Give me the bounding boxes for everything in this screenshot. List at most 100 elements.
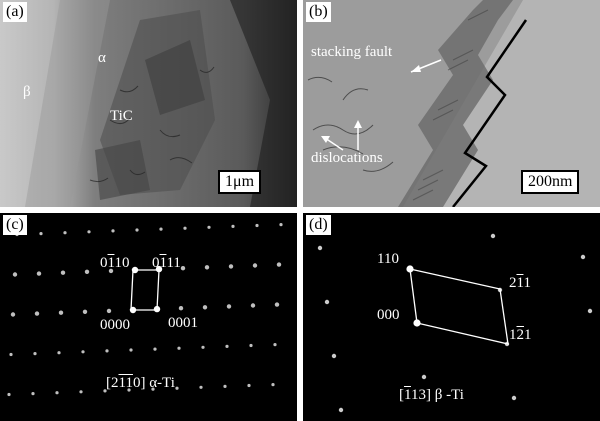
dislocations-label: dislocations xyxy=(311,150,383,166)
zone-axis-c: [2110] α-Ti xyxy=(106,375,175,391)
panel-b-label: (b) xyxy=(306,2,331,22)
dislocation-lines xyxy=(307,76,394,172)
zone-axis-d: [113] β -Ti xyxy=(399,387,464,403)
diffraction-spot xyxy=(250,303,256,308)
index-0000: 0000 xyxy=(100,317,130,333)
tic-phase-label: TiC xyxy=(110,108,133,124)
fault-fringes xyxy=(412,9,489,201)
panel-c-image xyxy=(0,213,297,421)
beta-phase-label: β xyxy=(23,84,31,100)
diffraction-spot xyxy=(201,345,205,349)
index-0001: 0001 xyxy=(168,315,198,331)
diffraction-spot xyxy=(39,232,43,236)
diffraction-spot xyxy=(511,395,517,401)
diffraction-spot xyxy=(276,262,282,267)
diffraction-spot xyxy=(199,385,203,389)
panel-a-image xyxy=(0,0,297,207)
stacking-fault-arrowhead xyxy=(411,65,421,72)
interface-zigzag-line xyxy=(452,19,528,207)
index-000: 000 xyxy=(377,307,400,323)
diffraction-spot xyxy=(274,302,280,307)
diffraction-spot xyxy=(247,383,251,388)
diffraction-spot xyxy=(183,226,187,230)
panel-b-scale-bar: 200nm xyxy=(521,170,580,194)
dislocation-arrowhead-2 xyxy=(321,136,330,143)
diffraction-spot xyxy=(129,348,133,352)
dislocation-arrowhead-1 xyxy=(354,120,362,128)
panel-a-label: (a) xyxy=(3,2,27,22)
diffraction-spot xyxy=(55,391,59,395)
panel-d-diffraction-pattern: (d) 110 000 211 121 [113] β -Ti xyxy=(303,213,600,421)
diffraction-spot xyxy=(79,390,83,394)
diffraction-spot xyxy=(255,223,259,228)
diffraction-spot xyxy=(105,349,109,353)
panel-a-tem-micrograph: (a) α β TiC 1μm xyxy=(0,0,297,207)
diffraction-spot xyxy=(207,225,211,229)
stacking-fault-label: stacking fault xyxy=(311,44,393,60)
diffraction-spot xyxy=(36,271,42,276)
diffraction-spot xyxy=(58,310,64,315)
diffraction-spot xyxy=(271,383,275,387)
diffraction-spot xyxy=(155,265,163,273)
panel-c-diffraction-pattern: (c) 0110 0111 0000 0001 [2110] α-Ti xyxy=(0,213,297,421)
diffraction-spot xyxy=(180,266,186,271)
diffraction-spot xyxy=(153,347,157,351)
diffraction-spot xyxy=(273,343,277,347)
diffraction-spot xyxy=(31,392,35,396)
diffraction-spot xyxy=(204,265,210,270)
diffraction-spot xyxy=(223,384,227,388)
diffraction-spot xyxy=(580,254,586,260)
diffraction-spot xyxy=(490,233,496,239)
diffraction-spot xyxy=(127,388,131,392)
diffraction-spot xyxy=(106,308,112,314)
index-0-1bar-11: 0111 xyxy=(152,255,181,271)
diffraction-spot xyxy=(324,299,330,305)
diffraction-spot xyxy=(249,343,253,348)
diffraction-spot xyxy=(231,224,235,228)
index-1-2bar-1: 121 xyxy=(509,327,532,343)
alpha-band xyxy=(25,0,110,207)
diffraction-spot xyxy=(84,269,90,274)
diffraction-spot xyxy=(252,263,258,268)
diffraction-spot xyxy=(338,407,344,413)
panel-a-scale-bar: 1μm xyxy=(218,170,262,194)
index-0-1bar-10: 0110 xyxy=(100,255,130,271)
diffraction-spot xyxy=(103,389,107,393)
diffraction-spot xyxy=(159,227,163,231)
tic-facet-1 xyxy=(145,40,205,115)
diffraction-spot xyxy=(63,231,67,235)
panel-c-label: (c) xyxy=(3,215,27,235)
diffraction-spot xyxy=(228,264,234,269)
diffraction-spot xyxy=(111,229,115,233)
diffraction-spot xyxy=(177,346,181,350)
diffraction-spot xyxy=(135,228,139,232)
dark-region xyxy=(230,0,297,207)
diffraction-spot xyxy=(587,308,593,314)
diffraction-spot xyxy=(225,344,229,348)
diffraction-spot xyxy=(82,309,88,314)
diffraction-spot xyxy=(9,352,13,357)
alpha-phase-label: α xyxy=(98,50,106,66)
diffraction-spot xyxy=(108,268,114,274)
diffraction-spots-d xyxy=(317,233,593,413)
unit-cell-outline-d xyxy=(409,268,509,345)
unit-cell-outline-c xyxy=(130,269,160,311)
diffraction-spot xyxy=(60,270,66,275)
diffraction-spot xyxy=(34,311,40,316)
diffraction-spot xyxy=(331,353,337,359)
diffraction-spot xyxy=(178,306,184,311)
diffraction-spot xyxy=(12,272,18,277)
stacking-fault-band xyxy=(398,0,513,207)
diffraction-spot xyxy=(317,245,323,251)
panel-d-image xyxy=(303,213,600,421)
diffraction-spot xyxy=(279,223,283,227)
diffraction-spot xyxy=(81,350,85,354)
diffraction-spot xyxy=(33,352,37,356)
diffraction-spot xyxy=(226,304,232,309)
diffraction-spot xyxy=(57,351,61,355)
diffraction-spot xyxy=(151,387,155,391)
diffraction-spot xyxy=(421,374,427,380)
diffraction-spot xyxy=(10,312,16,317)
index-110: 110 xyxy=(377,251,399,267)
